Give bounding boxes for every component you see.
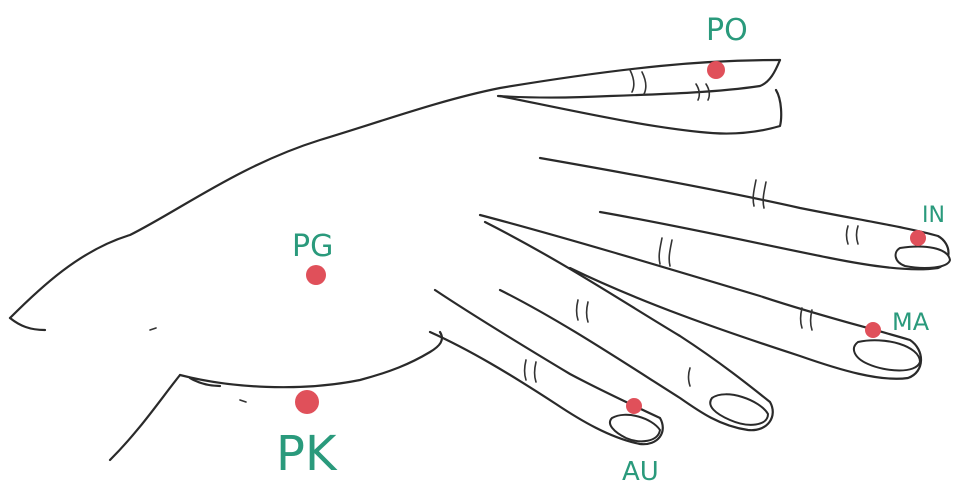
wrist-outline xyxy=(10,318,220,460)
label-in: IN xyxy=(922,203,945,228)
thumb-outline xyxy=(498,60,780,98)
point-pk xyxy=(295,390,319,414)
label-pk: PK xyxy=(276,426,338,482)
point-in xyxy=(910,230,926,246)
label-pg: PG xyxy=(292,229,333,264)
palm-edge-outline xyxy=(180,332,442,387)
point-po xyxy=(707,61,725,79)
ring-nail xyxy=(710,394,768,424)
label-ma: MA xyxy=(892,308,930,336)
label-po: PO xyxy=(706,13,748,48)
point-pg xyxy=(306,265,326,285)
middle-nail xyxy=(854,340,920,370)
point-ma xyxy=(865,322,881,338)
point-au xyxy=(626,398,642,414)
hand-dorsal-outline xyxy=(10,60,780,318)
label-au: AU xyxy=(622,457,659,487)
index-nail xyxy=(896,247,950,269)
index-finger-outline xyxy=(540,158,949,269)
thumb-crease xyxy=(630,70,646,94)
